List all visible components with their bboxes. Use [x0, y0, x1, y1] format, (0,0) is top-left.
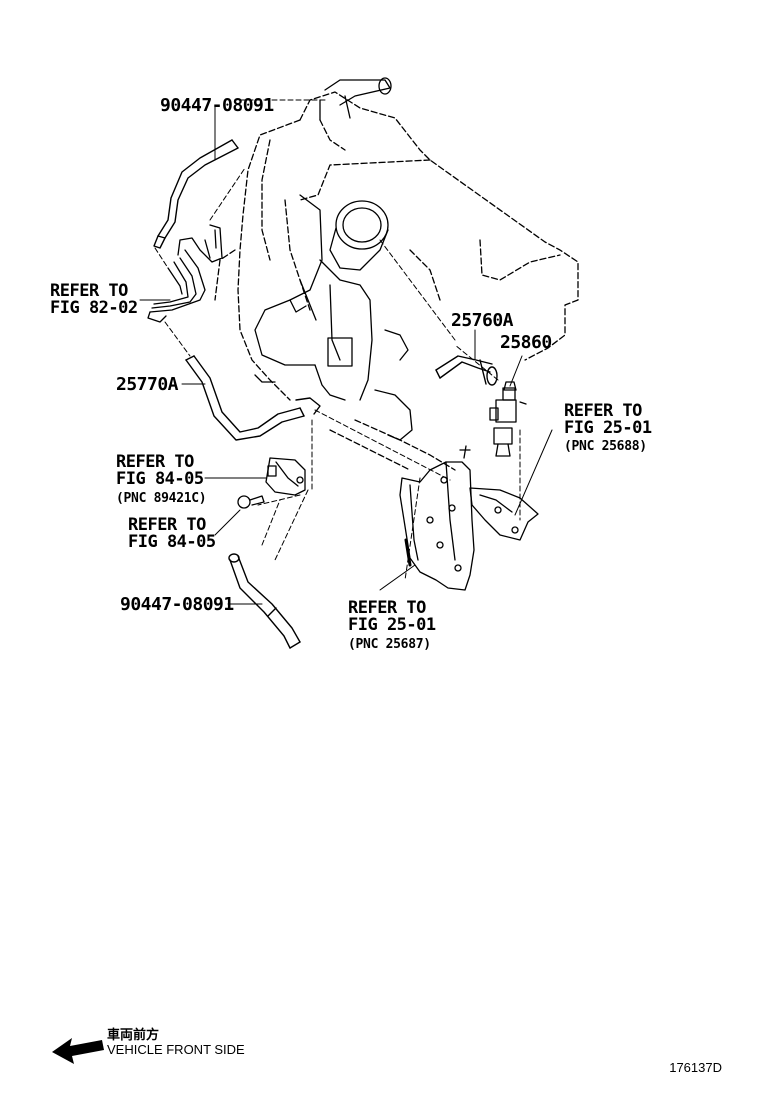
bracket-25687: [399, 445, 475, 591]
bracket-25688: [469, 487, 539, 541]
refer-to-fig-84-05-a: REFER TO FIG 84-05: [116, 454, 204, 488]
leader-ref-84-05-b: [214, 509, 241, 536]
illustration-code: 176137D: [669, 1060, 722, 1075]
vacuum-sensor: [265, 457, 306, 496]
part-number-hose-top: 90447-08091: [160, 95, 274, 116]
fig-number: FIG 25-01: [348, 615, 436, 635]
vacuum-pipe-bracket: [147, 224, 223, 323]
part-number-25760a: 25760A: [451, 310, 514, 331]
leader-25860: [509, 355, 523, 387]
refer-to-label: REFER TO: [564, 401, 642, 421]
refer-to-label: REFER TO: [128, 515, 206, 535]
leader-ref-25-01-right: [514, 429, 553, 516]
refer-to-fig-84-05-b: REFER TO FIG 84-05: [128, 517, 216, 551]
vsv-solenoid-25860: [489, 381, 527, 457]
vehicle-front-label-jp: 車両前方: [107, 1028, 160, 1043]
vacuum-hose-bottom: [228, 553, 301, 649]
engine-outline: [214, 91, 579, 471]
refer-to-label: REFER TO: [348, 598, 426, 618]
fig-number: FIG 84-05: [128, 532, 216, 552]
refer-to-fig-25-01-right: REFER TO FIG 25-01: [564, 403, 652, 437]
vacuum-hose-top: [153, 139, 239, 249]
leader-ref-25-01-bottom: [379, 564, 416, 591]
part-number-25770a: 25770A: [116, 374, 179, 395]
vacuum-hose-25760a: [435, 355, 498, 386]
refer-to-fig-25-01-bottom: REFER TO FIG 25-01: [348, 600, 436, 634]
intake-manifold: [254, 194, 413, 441]
fig-number: FIG 82-02: [50, 298, 138, 318]
bolt: [237, 495, 265, 509]
connection-lines: [154, 99, 521, 581]
part-number-25860: 25860: [500, 332, 552, 353]
refer-to-label: REFER TO: [116, 452, 194, 472]
pnc-25688: (PNC 25688): [564, 439, 647, 454]
throttle-body: [329, 200, 389, 271]
filler-pipe: [319, 77, 392, 121]
fig-number: FIG 25-01: [564, 418, 652, 438]
vehicle-front-label-en: VEHICLE FRONT SIDE: [107, 1042, 245, 1057]
vehicle-front-arrow: [52, 1038, 104, 1064]
refer-to-label: REFER TO: [50, 281, 128, 301]
refer-to-fig-82-02: REFER TO FIG 82-02: [50, 283, 138, 317]
pnc-25687: (PNC 25687): [348, 637, 431, 652]
part-number-hose-bottom: 90447-08091: [120, 594, 234, 615]
fig-number: FIG 84-05: [116, 469, 204, 489]
vacuum-hose-25770a: [185, 355, 321, 441]
pnc-89421c: (PNC 89421C): [116, 491, 207, 506]
